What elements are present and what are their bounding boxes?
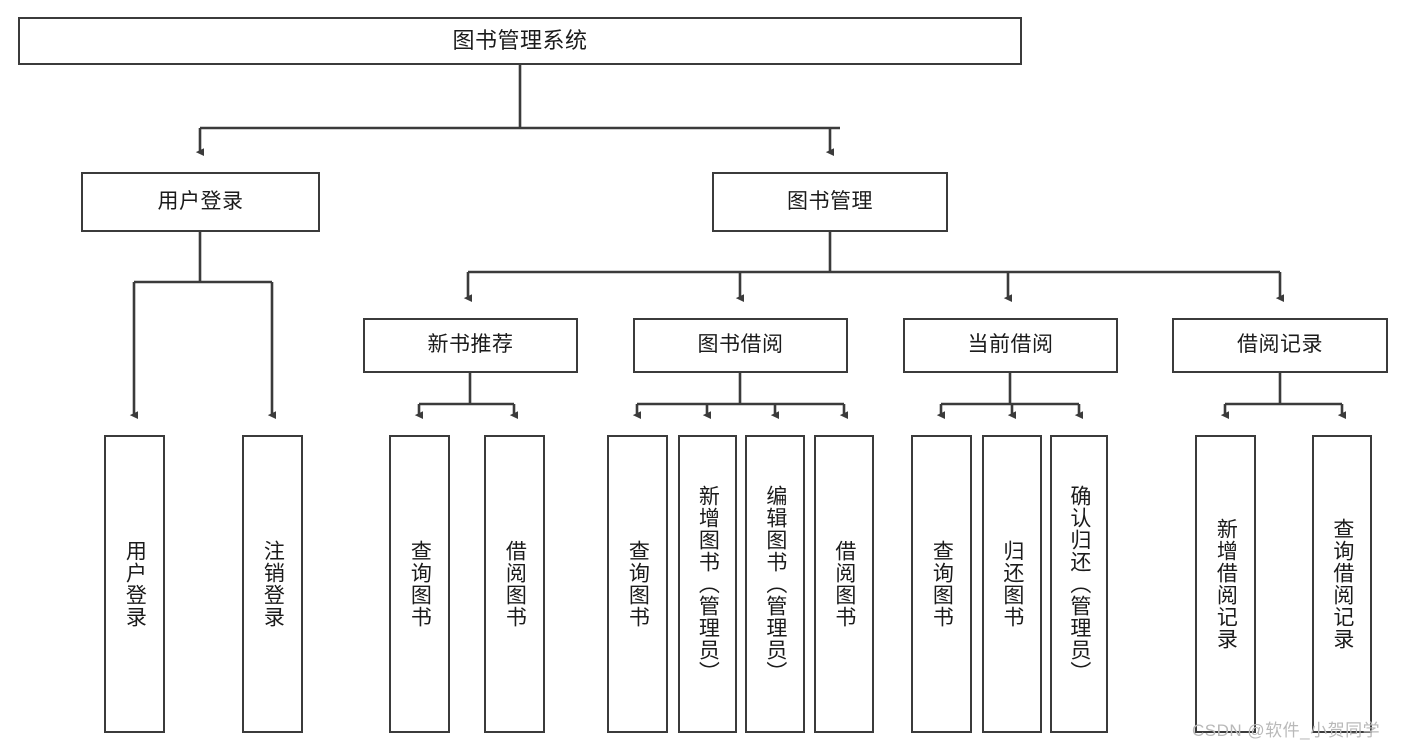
leaf-node-label: 编辑图书（管理员） <box>763 485 787 683</box>
node-current-borrow[interactable]: 当前借阅 <box>903 318 1118 373</box>
leaf-node-label: 新增借阅记录 <box>1214 518 1238 650</box>
leaf-node[interactable]: 归还图书 <box>982 435 1042 733</box>
node-user-login[interactable]: 用户登录 <box>81 172 320 232</box>
leaf-node[interactable]: 用户登录 <box>104 435 165 733</box>
leaf-node-label: 归还图书 <box>1000 540 1024 628</box>
leaf-node-label: 借阅图书 <box>503 540 527 628</box>
node-root-label: 图书管理系统 <box>452 28 588 54</box>
node-root-system[interactable]: 图书管理系统 <box>18 17 1022 65</box>
leaf-node[interactable]: 编辑图书（管理员） <box>745 435 805 733</box>
leaf-node[interactable]: 确认归还（管理员） <box>1050 435 1108 733</box>
node-new-book-recommend-label: 新书推荐 <box>427 333 514 357</box>
leaf-node-label: 确认归还（管理员） <box>1067 485 1091 683</box>
leaf-node[interactable]: 查询借阅记录 <box>1312 435 1372 733</box>
leaf-node[interactable]: 注销登录 <box>242 435 303 733</box>
leaf-node-label: 查询图书 <box>408 540 432 628</box>
leaf-node[interactable]: 借阅图书 <box>484 435 545 733</box>
node-new-book-recommend[interactable]: 新书推荐 <box>363 318 578 373</box>
node-book-management[interactable]: 图书管理 <box>712 172 948 232</box>
leaf-node-label: 用户登录 <box>123 540 147 628</box>
node-user-login-label: 用户登录 <box>157 189 244 213</box>
leaf-node-label: 查询图书 <box>930 540 954 628</box>
node-borrow-records[interactable]: 借阅记录 <box>1172 318 1388 373</box>
leaf-node[interactable]: 查询图书 <box>389 435 450 733</box>
leaf-node-label: 借阅图书 <box>832 540 856 628</box>
node-book-management-label: 图书管理 <box>787 189 873 213</box>
leaf-node[interactable]: 查询图书 <box>911 435 972 733</box>
leaf-node[interactable]: 新增图书（管理员） <box>678 435 737 733</box>
leaf-node[interactable]: 查询图书 <box>607 435 668 733</box>
node-borrow-records-label: 借阅记录 <box>1237 333 1323 357</box>
leaf-node-label: 查询图书 <box>626 540 650 628</box>
node-book-borrow[interactable]: 图书借阅 <box>633 318 848 373</box>
node-book-borrow-label: 图书借阅 <box>697 333 784 357</box>
leaf-node-label: 查询借阅记录 <box>1330 518 1354 650</box>
leaf-node-label: 注销登录 <box>261 540 285 628</box>
leaf-node-label: 新增图书（管理员） <box>696 485 720 683</box>
leaf-node[interactable]: 新增借阅记录 <box>1195 435 1256 733</box>
node-current-borrow-label: 当前借阅 <box>967 333 1054 357</box>
leaf-node[interactable]: 借阅图书 <box>814 435 874 733</box>
